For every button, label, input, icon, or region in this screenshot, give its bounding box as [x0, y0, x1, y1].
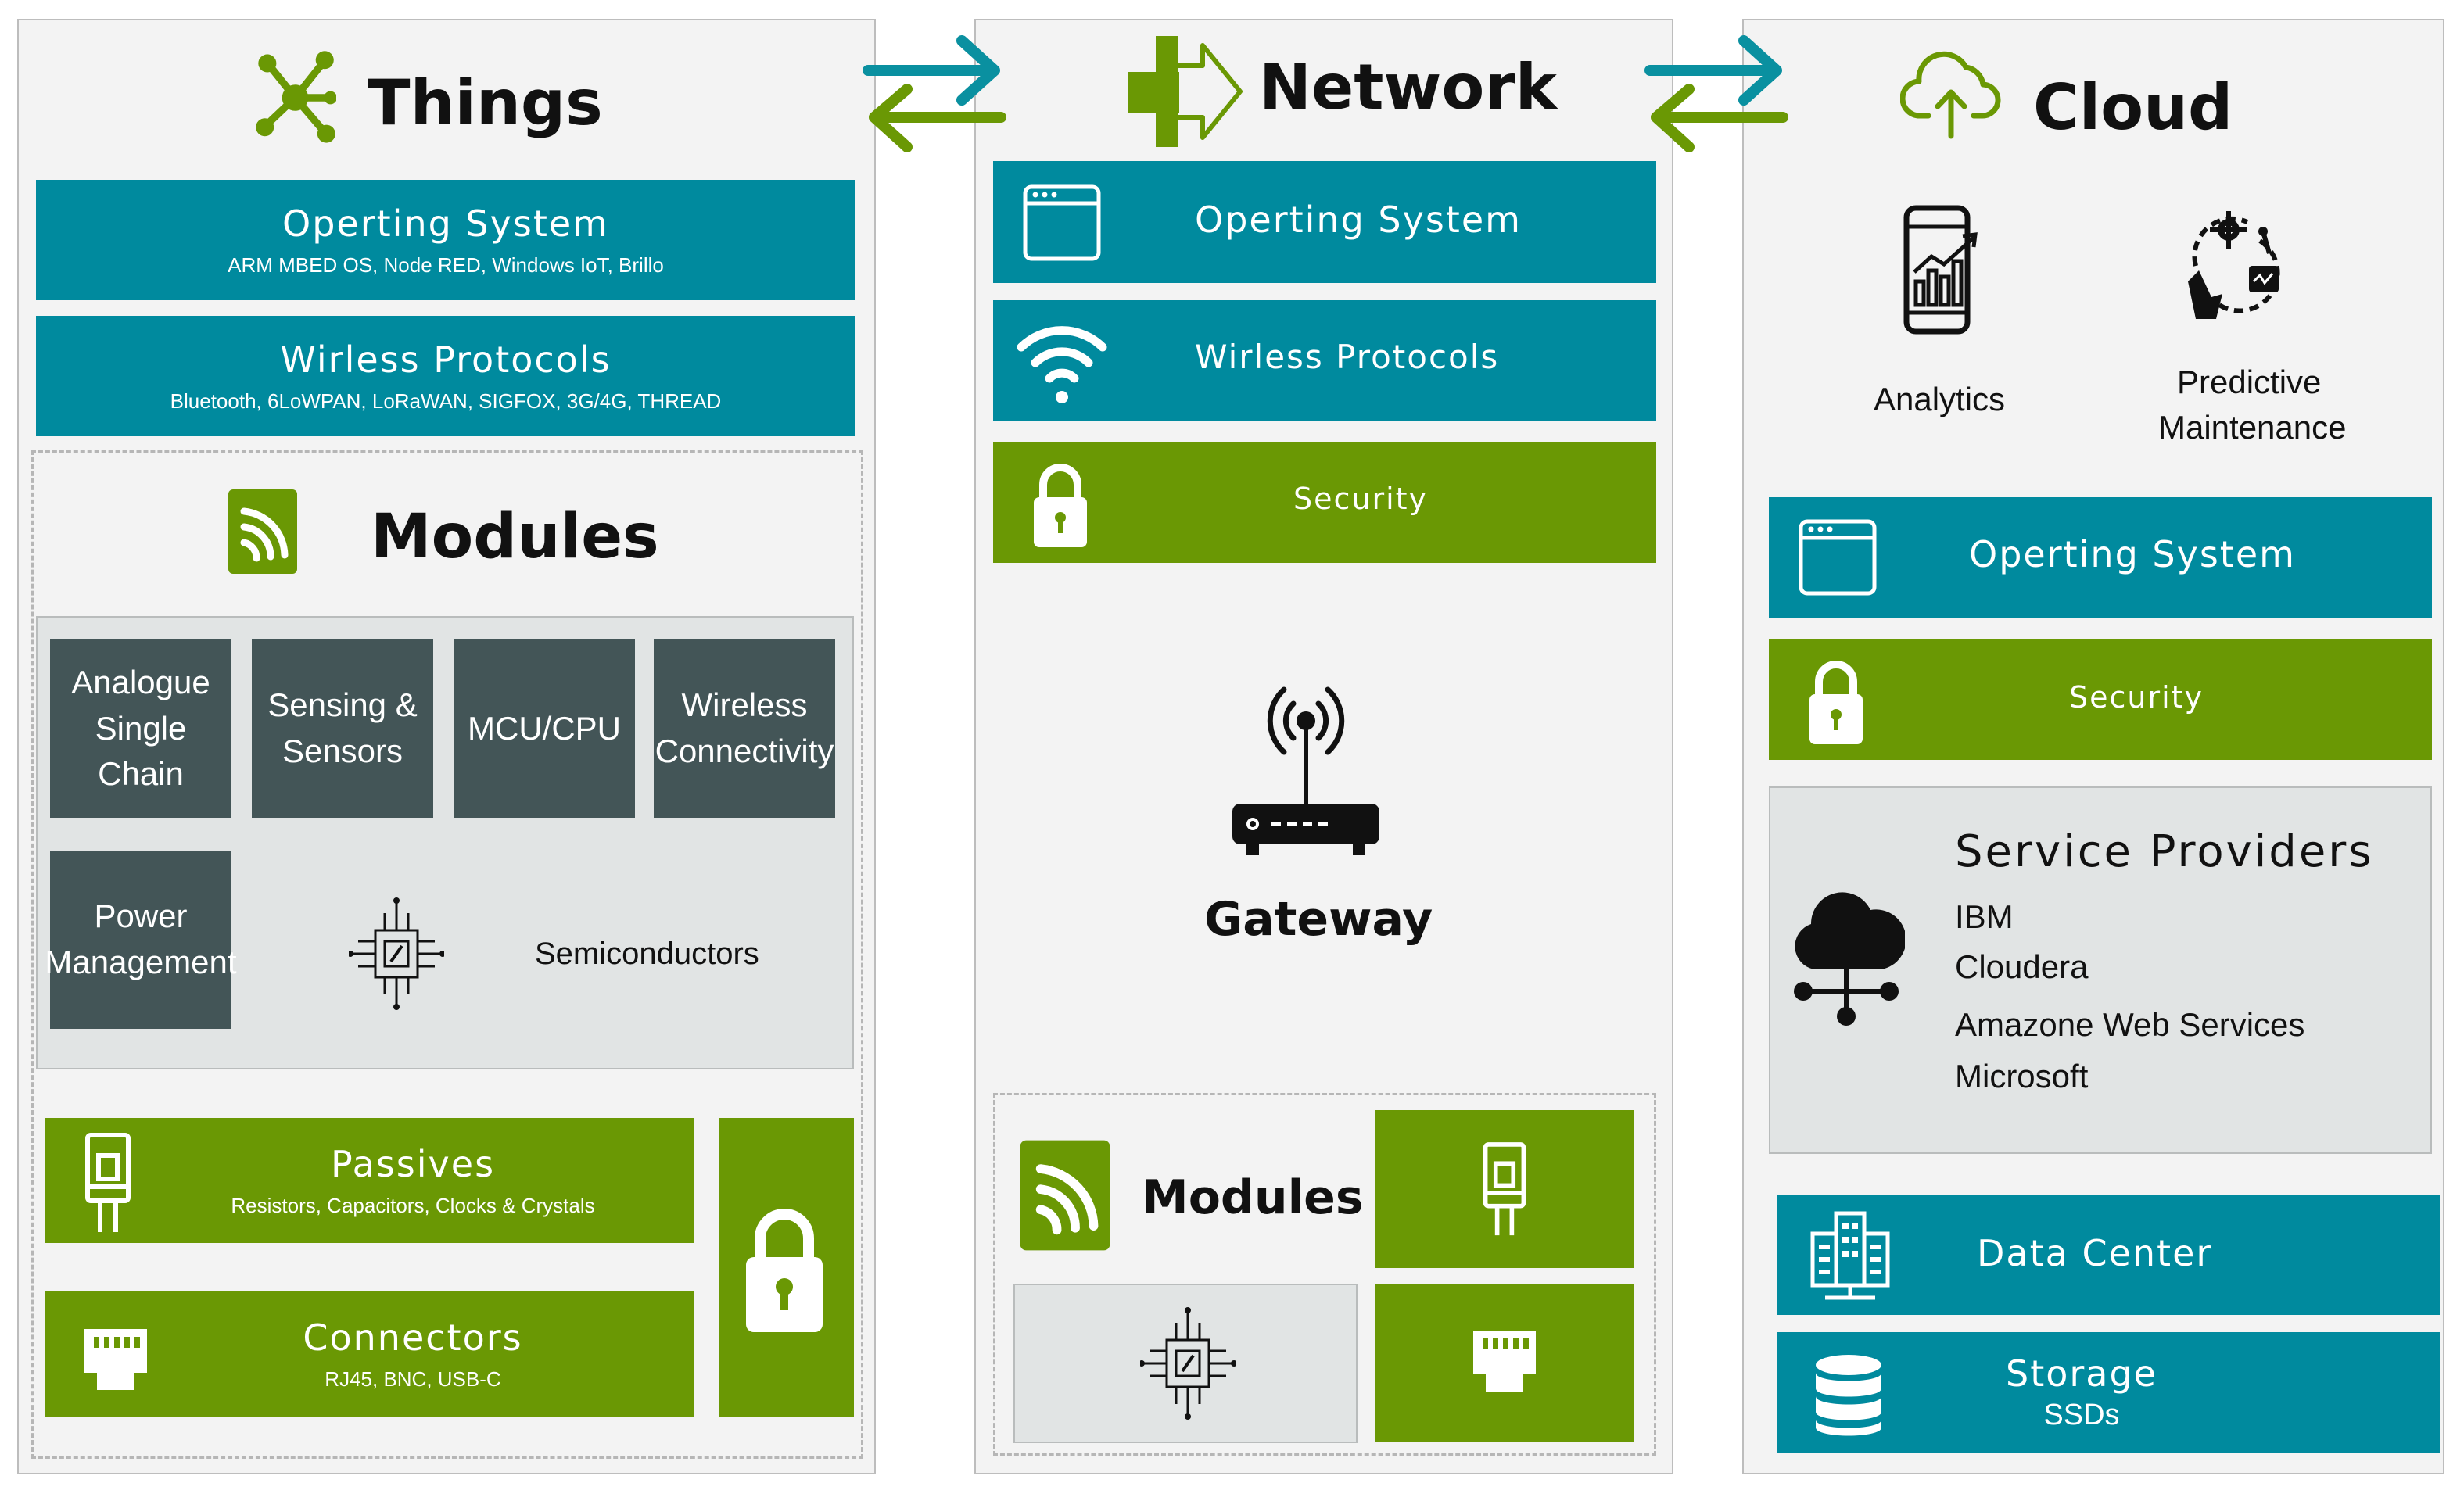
window-icon [1799, 519, 1877, 596]
cloud-network-icon [1794, 892, 1905, 1026]
fuse-component-icon [85, 1133, 131, 1232]
rss-feed-icon [1020, 1140, 1110, 1251]
provider-item: IBM [1955, 898, 2014, 935]
things-wireless-bar: Wirless Protocols Bluetooth, 6LoWPAN, Lo… [36, 316, 855, 436]
things-os-sub: ARM MBED OS, Node RED, Windows IoT, Bril… [228, 253, 664, 278]
provider-item: Cloudera [1955, 948, 2089, 985]
lock-icon [746, 1209, 823, 1332]
network-wireless-label: Wirless Protocols [1195, 338, 1500, 376]
provider-item: Microsoft [1955, 1058, 2089, 1094]
things-os-label: Operting System [282, 202, 609, 245]
wifi-icon [1017, 326, 1107, 403]
chip-icon [349, 897, 444, 1010]
fuse-component-icon [1483, 1142, 1526, 1236]
lock-icon [1809, 661, 1863, 744]
datacenter-bar: Data Center [1777, 1195, 2440, 1315]
module-tile-analogue: Analogue Single Chain [50, 639, 231, 818]
module-tile-sensing: Sensing & Sensors [252, 639, 433, 818]
storage-bar: Storage SSDs [1777, 1332, 2440, 1453]
service-providers-title: Service Providers [1955, 826, 2374, 877]
molecule-icon [256, 51, 336, 143]
passives-label: Passives [330, 1142, 496, 1185]
module-tile-mcu: MCU/CPU [454, 639, 635, 818]
connectors-sub: RJ45, BNC, USB-C [325, 1367, 501, 1392]
service-providers-box: Service Providers IBM Cloudera Amazone W… [1769, 786, 2432, 1154]
storage-label: Storage [2006, 1352, 2157, 1395]
bidirectional-arrow-icon [1644, 35, 1788, 152]
network-wireless-bar: Wirless Protocols [993, 300, 1656, 421]
cloud-os-label: Operting System [1969, 533, 2296, 575]
module-tile-wireless: Wireless Connectivity [654, 639, 835, 818]
things-wireless-label: Wirless Protocols [280, 338, 612, 381]
analytics-phone-icon [1903, 205, 1978, 335]
ethernet-port-icon [1473, 1331, 1536, 1392]
things-modules-frame [31, 450, 863, 1459]
module-tile-label: Analogue Single Chain [71, 663, 210, 793]
window-icon [1023, 184, 1101, 261]
things-wireless-sub: Bluetooth, 6LoWPAN, LoRaWAN, SIGFOX, 3G/… [170, 389, 722, 414]
chip-icon [1140, 1307, 1236, 1420]
network-modules-title: Modules [1142, 1170, 1364, 1225]
cloud-security-bar: Security [1769, 639, 2432, 760]
things-title: Things [368, 66, 603, 139]
maintenance-label-line1: Predictive [2177, 364, 2322, 400]
module-tile-label: MCU/CPU [468, 709, 621, 747]
router-antenna-icon [1232, 686, 1379, 855]
gateway-label: Gateway [1204, 892, 1433, 947]
module-tile-label: Sensing & Sensors [267, 686, 418, 769]
connectors-bar: Connectors RJ45, BNC, USB-C [45, 1291, 694, 1417]
cloud-title: Cloud [2033, 71, 2233, 144]
cloud-upload-icon [1900, 51, 2001, 139]
network-os-label: Operting System [1195, 199, 1522, 241]
ethernet-port-icon [84, 1329, 147, 1390]
datacenter-label: Data Center [1977, 1232, 2213, 1274]
database-icon [1816, 1355, 1881, 1436]
network-connectors-tile [1375, 1284, 1634, 1442]
server-building-icon [1810, 1211, 1890, 1300]
things-os-bar: Operting System ARM MBED OS, Node RED, W… [36, 180, 855, 300]
provider-item: Amazone Web Services [1955, 1006, 2305, 1043]
network-arrow-icon [1128, 36, 1243, 147]
cloud-os-bar: Operting System [1769, 497, 2432, 618]
predictive-maintenance-icon [2188, 211, 2280, 319]
maintenance-label-line2: Maintenance [2158, 409, 2347, 446]
connectors-label: Connectors [303, 1316, 523, 1359]
module-tile-label: Power Management [45, 897, 237, 980]
semiconductors-label: Semiconductors [535, 937, 759, 971]
passives-text: Passives Resistors, Capacitors, Clocks &… [139, 1118, 687, 1243]
lock-icon [1034, 464, 1087, 547]
analytics-label: Analytics [1874, 381, 2006, 417]
storage-sub: SSDs [2043, 1399, 2120, 1432]
network-security-bar: Security [993, 442, 1656, 563]
network-semiconductor-tile [1013, 1284, 1358, 1443]
storage-text: Storage SSDs [1964, 1332, 2199, 1453]
cloud-security-label: Security [2069, 680, 2204, 715]
passives-bar: Passives Resistors, Capacitors, Clocks &… [45, 1118, 694, 1243]
network-modules-frame [993, 1093, 1656, 1456]
module-tile-power: Power Management [45, 851, 237, 1029]
network-security-label: Security [1293, 482, 1429, 516]
connectors-text: Connectors RJ45, BNC, USB-C [139, 1291, 687, 1417]
rss-feed-icon [228, 489, 297, 574]
network-passives-tile [1375, 1110, 1634, 1268]
passives-sub: Resistors, Capacitors, Clocks & Crystals [231, 1194, 595, 1218]
network-os-bar: Operting System [993, 161, 1656, 283]
things-modules-title: Modules [371, 502, 659, 572]
bidirectional-arrow-icon [863, 35, 1006, 152]
network-title: Network [1259, 51, 1557, 124]
module-tile-label: Wireless Connectivity [655, 686, 834, 769]
